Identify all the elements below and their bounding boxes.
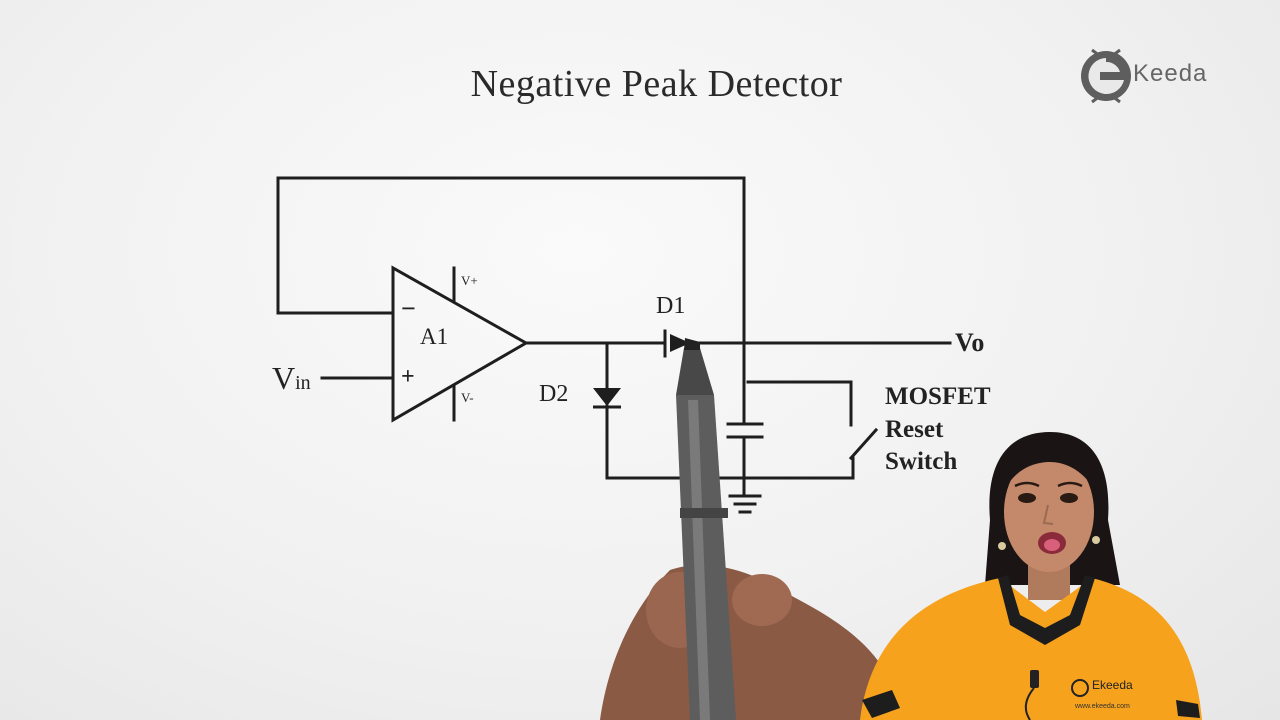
left-brow — [1014, 481, 1040, 488]
shirt-logo-text: Ekeeda — [1092, 678, 1133, 692]
shirt — [860, 578, 1202, 720]
switch-label: Switch — [885, 448, 958, 475]
vin-label: Vin — [272, 360, 311, 397]
minus-label: − — [401, 294, 416, 323]
mic-cable — [1024, 687, 1035, 720]
shirt-logo-icon — [1071, 679, 1089, 697]
pen-tip — [684, 338, 700, 350]
feedback-wire — [276, 176, 746, 348]
reset-label: Reset — [885, 416, 944, 443]
shirt-url-text: www.ekeeda.com — [1075, 703, 1130, 710]
opamp-name-label: A1 — [420, 324, 449, 349]
sleeve-trim-left — [862, 690, 900, 718]
diagram-title: Negative Peak Detector — [470, 63, 843, 105]
thumb — [732, 574, 792, 626]
d1-diode — [670, 334, 690, 352]
right-eye — [1060, 493, 1078, 503]
nose — [1042, 504, 1054, 525]
ekeeda-logo-icon — [1081, 48, 1131, 104]
lapel-mic — [1030, 670, 1039, 688]
mouth-inner — [1044, 539, 1060, 551]
pen-cone — [676, 348, 714, 395]
earring-right — [1092, 536, 1100, 544]
mosfet-label: MOSFET — [885, 383, 991, 410]
vplus-label: V+ — [461, 273, 478, 288]
pen-band — [680, 508, 728, 518]
left-eye — [1018, 493, 1036, 503]
collar — [998, 575, 1095, 645]
d2-diode — [593, 388, 621, 406]
vminus-label: V- — [461, 390, 474, 405]
vin-main: V — [272, 360, 296, 396]
opamp-a1 — [391, 265, 530, 423]
plus-label: + — [401, 364, 415, 390]
pen-highlight — [688, 400, 710, 720]
d1-label: D1 — [656, 293, 686, 319]
switch-wire-top — [746, 380, 853, 427]
right-brow — [1057, 481, 1083, 488]
switch-blade — [848, 427, 879, 461]
vo-label: Vo — [955, 328, 985, 357]
sleeve-trim-right — [1176, 700, 1200, 718]
earring-left — [998, 542, 1006, 550]
vin-sub: in — [295, 372, 311, 394]
hair-top — [1001, 440, 1098, 495]
logo-text: Keeda — [1133, 60, 1208, 87]
d2-label: D2 — [539, 381, 569, 407]
